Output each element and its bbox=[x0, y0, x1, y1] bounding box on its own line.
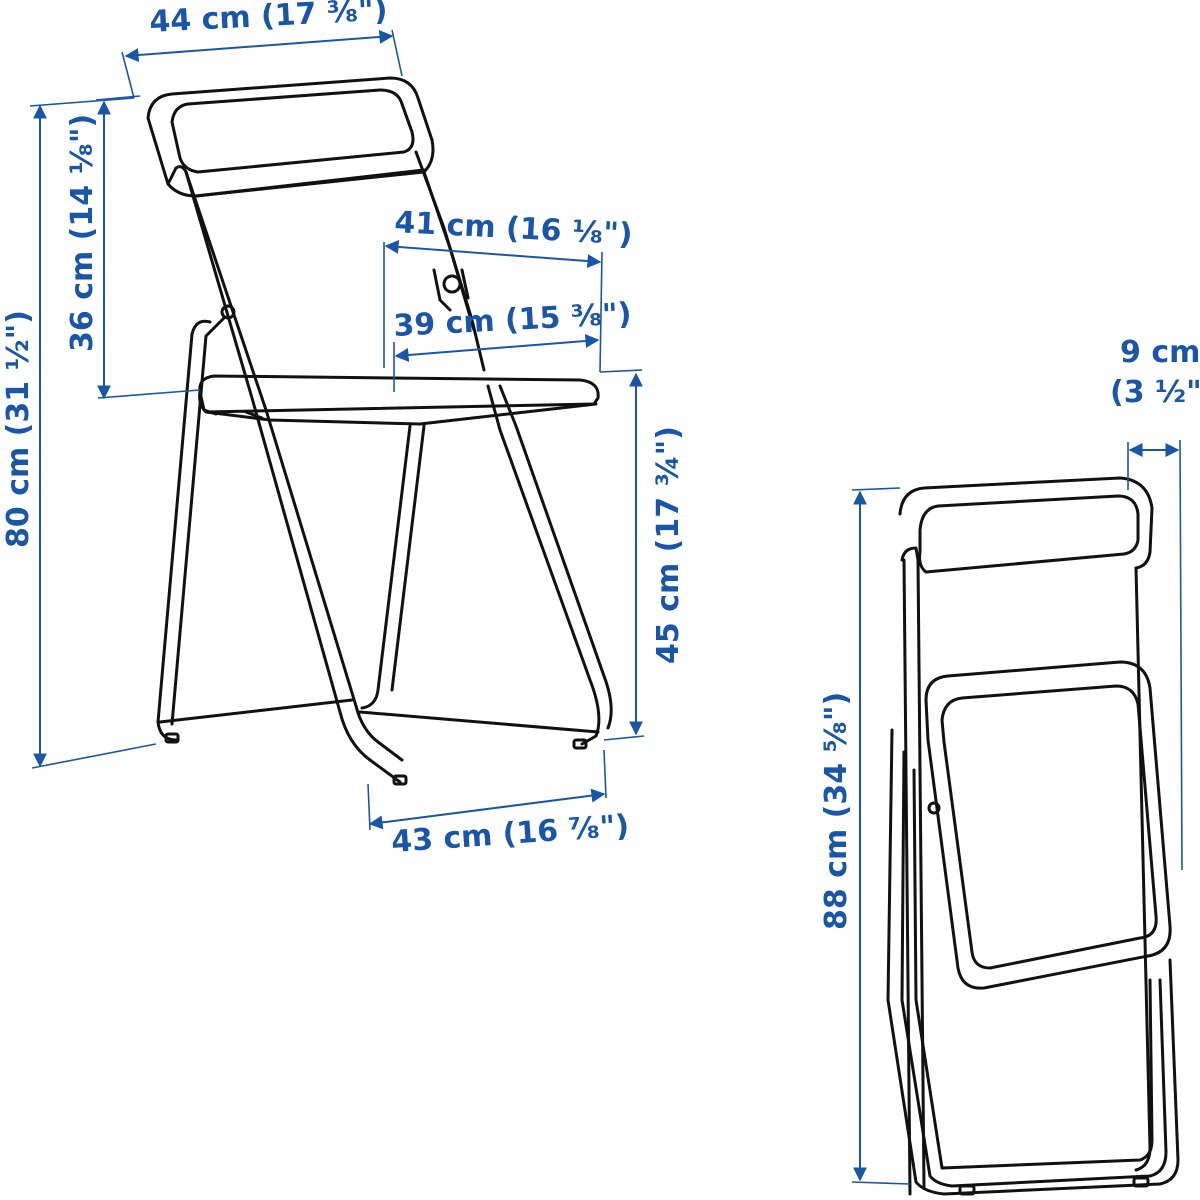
folded-seat-inner bbox=[940, 684, 1158, 970]
foot-pad-3 bbox=[572, 738, 588, 750]
folded-backrest-inner bbox=[918, 494, 1140, 574]
folded-rear-tube-1 bbox=[886, 728, 1180, 1196]
rear-base-bar bbox=[358, 710, 600, 734]
folded-right-tube bbox=[1134, 566, 1152, 1172]
open-chair-illustration bbox=[146, 76, 613, 786]
rear-support-right bbox=[486, 384, 601, 746]
backrest-inner bbox=[170, 88, 415, 174]
folded-rear-tube-3 bbox=[912, 768, 1154, 1170]
rear-support-right-inner bbox=[498, 384, 613, 730]
folded-seat-outline bbox=[924, 660, 1172, 990]
label-chair-width: 44 cm (17 ³⁄₈") bbox=[149, 0, 389, 40]
backrest-panel-line bbox=[194, 168, 426, 198]
label-folded-height: 88 cm (34 ⁵⁄₈") bbox=[819, 692, 854, 930]
backrest-outline bbox=[146, 76, 435, 198]
rear-support-left bbox=[244, 410, 264, 420]
label-folded-depth-in: (3 ½") bbox=[1110, 375, 1200, 410]
folded-foot-2 bbox=[1132, 1176, 1150, 1188]
folded-foot-1 bbox=[958, 1184, 976, 1196]
pivot-bracket bbox=[432, 268, 470, 312]
foot-pad-2 bbox=[392, 774, 408, 786]
side-pivot bbox=[220, 304, 236, 320]
label-total-height: 80 cm (31 ½") bbox=[1, 310, 36, 548]
base-crossbar bbox=[158, 698, 354, 724]
rear-leg-left bbox=[166, 165, 402, 784]
folded-left-tube-2 bbox=[902, 558, 912, 1196]
seat-bottom-edge bbox=[204, 402, 598, 426]
label-seat-width: 41 cm (16 ¹⁄₈") bbox=[394, 205, 634, 252]
label-seat-height: 45 cm (17 ¾") bbox=[651, 426, 686, 664]
label-backrest-height: 36 cm (14 ¹⁄₈") bbox=[65, 114, 100, 352]
folded-outer-frame bbox=[898, 476, 1154, 570]
pivot-bolt bbox=[442, 274, 462, 294]
folded-hinge bbox=[927, 801, 941, 815]
folded-chair-illustration bbox=[886, 476, 1180, 1196]
dimension-lines bbox=[29, 29, 1183, 1185]
rear-leg-left-inner bbox=[184, 170, 404, 762]
folded-left-tube bbox=[900, 546, 926, 1190]
folded-rear-tube-2 bbox=[900, 750, 1168, 1188]
front-leg-left-inner bbox=[170, 316, 226, 726]
front-leg-right bbox=[360, 424, 412, 710]
front-leg-right-inner bbox=[390, 424, 426, 692]
label-folded-depth-cm: 9 cm bbox=[1120, 335, 1200, 370]
label-seat-depth: 39 cm (15 ³⁄₈") bbox=[393, 297, 633, 344]
foot-pad-1 bbox=[164, 732, 180, 744]
